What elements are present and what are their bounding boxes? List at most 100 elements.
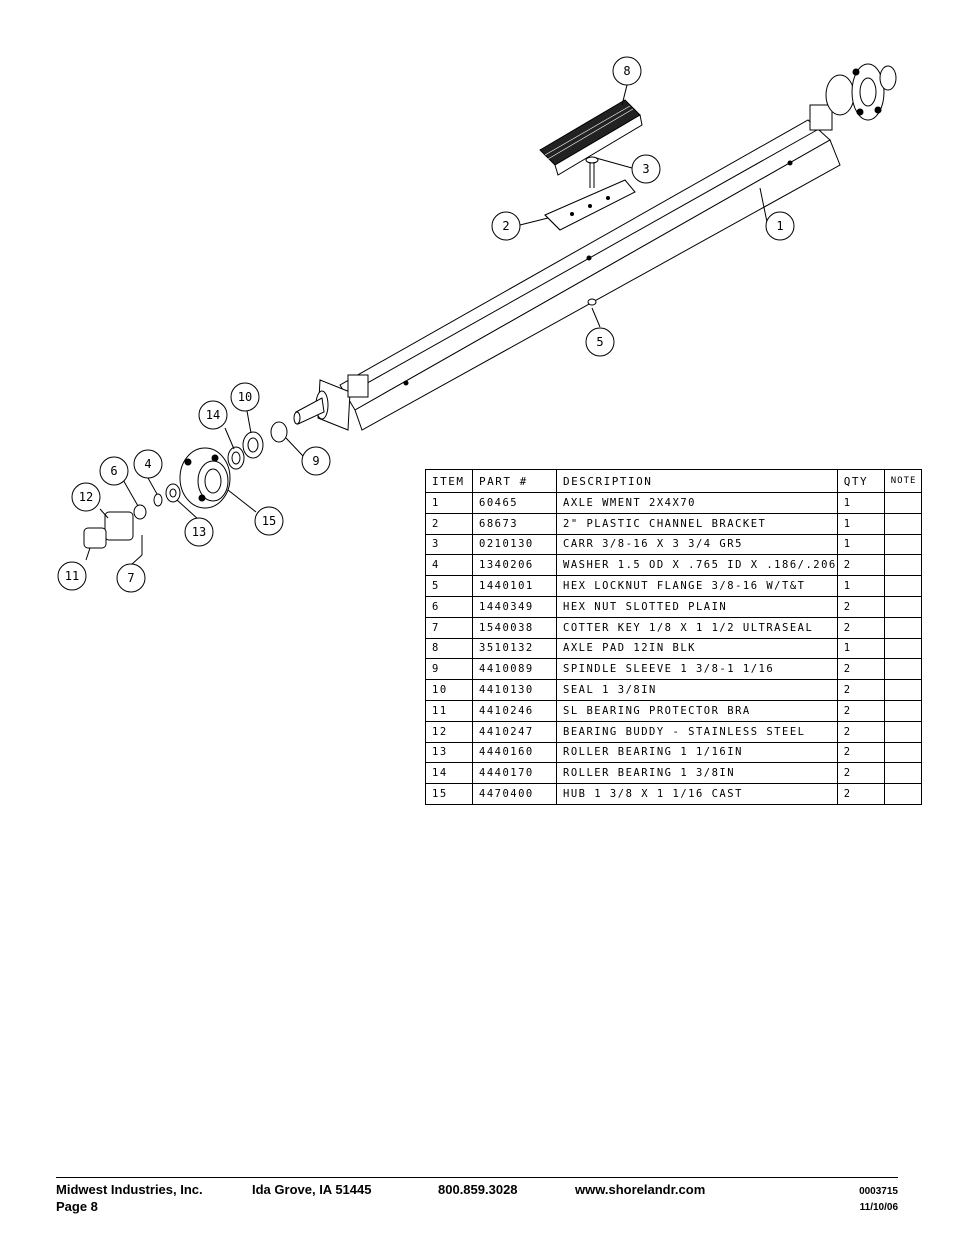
cell-qty: 2 bbox=[836, 762, 885, 785]
balloon-14 bbox=[198, 400, 228, 430]
locknut bbox=[587, 298, 597, 306]
channel-bracket bbox=[544, 179, 636, 231]
cell-description: AXLE WMENT 2X4X70 bbox=[556, 492, 838, 514]
cell-description: SEAL 1 3/8IN bbox=[556, 679, 838, 701]
cell-part-number: 4410247 bbox=[472, 720, 557, 743]
hub-assembly bbox=[83, 421, 288, 555]
footer-date: 11/10/06 bbox=[859, 1202, 898, 1213]
cell-note bbox=[883, 741, 922, 764]
balloon-3 bbox=[631, 154, 661, 184]
cell-item: 13 bbox=[425, 741, 473, 764]
left-spindle bbox=[293, 374, 369, 431]
axle-tube bbox=[339, 119, 841, 431]
footer-page: Page 8 bbox=[56, 1199, 98, 1214]
cell-qty: 1 bbox=[836, 492, 885, 514]
cell-item: 4 bbox=[425, 554, 473, 577]
cell-note bbox=[883, 679, 922, 701]
balloon-4-label: 4 bbox=[144, 457, 151, 471]
cell-description: ROLLER BEARING 1 1/16IN bbox=[556, 741, 838, 764]
cell-item: 3 bbox=[425, 533, 473, 556]
cell-item: 15 bbox=[425, 783, 473, 805]
balloon-9-label: 9 bbox=[312, 454, 319, 468]
cell-note bbox=[883, 616, 922, 639]
balloon-7-label: 7 bbox=[127, 571, 134, 585]
cell-item: 9 bbox=[425, 658, 473, 681]
cell-qty: 1 bbox=[836, 575, 885, 597]
cell-qty: 1 bbox=[836, 512, 885, 535]
cell-part-number: 4410130 bbox=[472, 679, 557, 701]
cell-note bbox=[883, 762, 922, 785]
balloon-8 bbox=[612, 56, 642, 86]
balloon-10 bbox=[230, 382, 260, 412]
footer-company: Midwest Industries, Inc. bbox=[56, 1182, 203, 1197]
cell-description: CARR 3/8-16 X 3 3/4 GR5 bbox=[556, 533, 838, 556]
cell-note bbox=[883, 575, 922, 597]
cell-qty: 2 bbox=[836, 658, 885, 681]
cell-qty: 2 bbox=[836, 679, 885, 701]
cell-note bbox=[883, 658, 922, 681]
cell-qty: 1 bbox=[836, 637, 885, 660]
cell-note bbox=[883, 554, 922, 577]
cell-part-number: 4440170 bbox=[472, 762, 557, 785]
balloon-2-label: 2 bbox=[502, 219, 509, 233]
cell-item: 1 bbox=[425, 492, 473, 514]
carriage-bolt bbox=[585, 156, 599, 188]
cell-note bbox=[883, 595, 922, 618]
cell-item: 2 bbox=[425, 512, 473, 535]
balloon-8-label: 8 bbox=[623, 64, 630, 78]
cell-qty: 2 bbox=[836, 783, 885, 805]
balloon-9 bbox=[301, 446, 331, 476]
cell-item: 7 bbox=[425, 616, 473, 639]
parts-table-header: ITEM PART # DESCRIPTION QTY NOTE bbox=[425, 469, 922, 493]
footer-location: Ida Grove, IA 51445 bbox=[252, 1182, 372, 1197]
cell-description: ROLLER BEARING 1 3/8IN bbox=[556, 762, 838, 785]
cell-part-number: 60465 bbox=[472, 492, 557, 514]
balloon-5 bbox=[585, 327, 615, 357]
balloon-1-label: 1 bbox=[776, 219, 783, 233]
cell-qty: 2 bbox=[836, 616, 885, 639]
cell-description: HUB 1 3/8 X 1 1/16 CAST bbox=[556, 783, 838, 805]
balloon-5-label: 5 bbox=[596, 335, 603, 349]
balloon-15 bbox=[254, 506, 284, 536]
balloon-10-label: 10 bbox=[238, 390, 252, 404]
cell-description: HEX NUT SLOTTED PLAIN bbox=[556, 595, 838, 618]
cell-part-number: 0210130 bbox=[472, 533, 557, 556]
cell-description: AXLE PAD 12IN BLK bbox=[556, 637, 838, 660]
cell-part-number: 1540038 bbox=[472, 616, 557, 639]
balloons bbox=[57, 56, 795, 593]
header-note: NOTE bbox=[883, 469, 922, 493]
balloon-12-label: 12 bbox=[79, 490, 93, 504]
leader-lines bbox=[85, 84, 768, 566]
balloon-4 bbox=[133, 449, 163, 479]
cell-item: 8 bbox=[425, 637, 473, 660]
cell-part-number: 4410089 bbox=[472, 658, 557, 681]
cell-description: SL BEARING PROTECTOR BRA bbox=[556, 699, 838, 722]
cell-qty: 2 bbox=[836, 741, 885, 764]
header-item: ITEM bbox=[425, 469, 473, 493]
balloon-2 bbox=[491, 211, 521, 241]
header-part-number: PART # bbox=[472, 469, 557, 493]
cell-note bbox=[883, 492, 922, 514]
balloon-13 bbox=[184, 517, 214, 547]
cell-note bbox=[883, 533, 922, 556]
balloon-12 bbox=[71, 482, 101, 512]
cell-description: SPINDLE SLEEVE 1 3/8-1 1/16 bbox=[556, 658, 838, 681]
cell-item: 11 bbox=[425, 699, 473, 722]
cell-qty: 2 bbox=[836, 720, 885, 743]
cell-description: HEX LOCKNUT FLANGE 3/8-16 W/T&T bbox=[556, 575, 838, 597]
cell-part-number: 4470400 bbox=[472, 783, 557, 805]
cell-note bbox=[883, 512, 922, 535]
cell-qty: 1 bbox=[836, 533, 885, 556]
cell-note bbox=[883, 783, 922, 805]
cell-description: 2" PLASTIC CHANNEL BRACKET bbox=[556, 512, 838, 535]
right-hub bbox=[809, 63, 897, 131]
